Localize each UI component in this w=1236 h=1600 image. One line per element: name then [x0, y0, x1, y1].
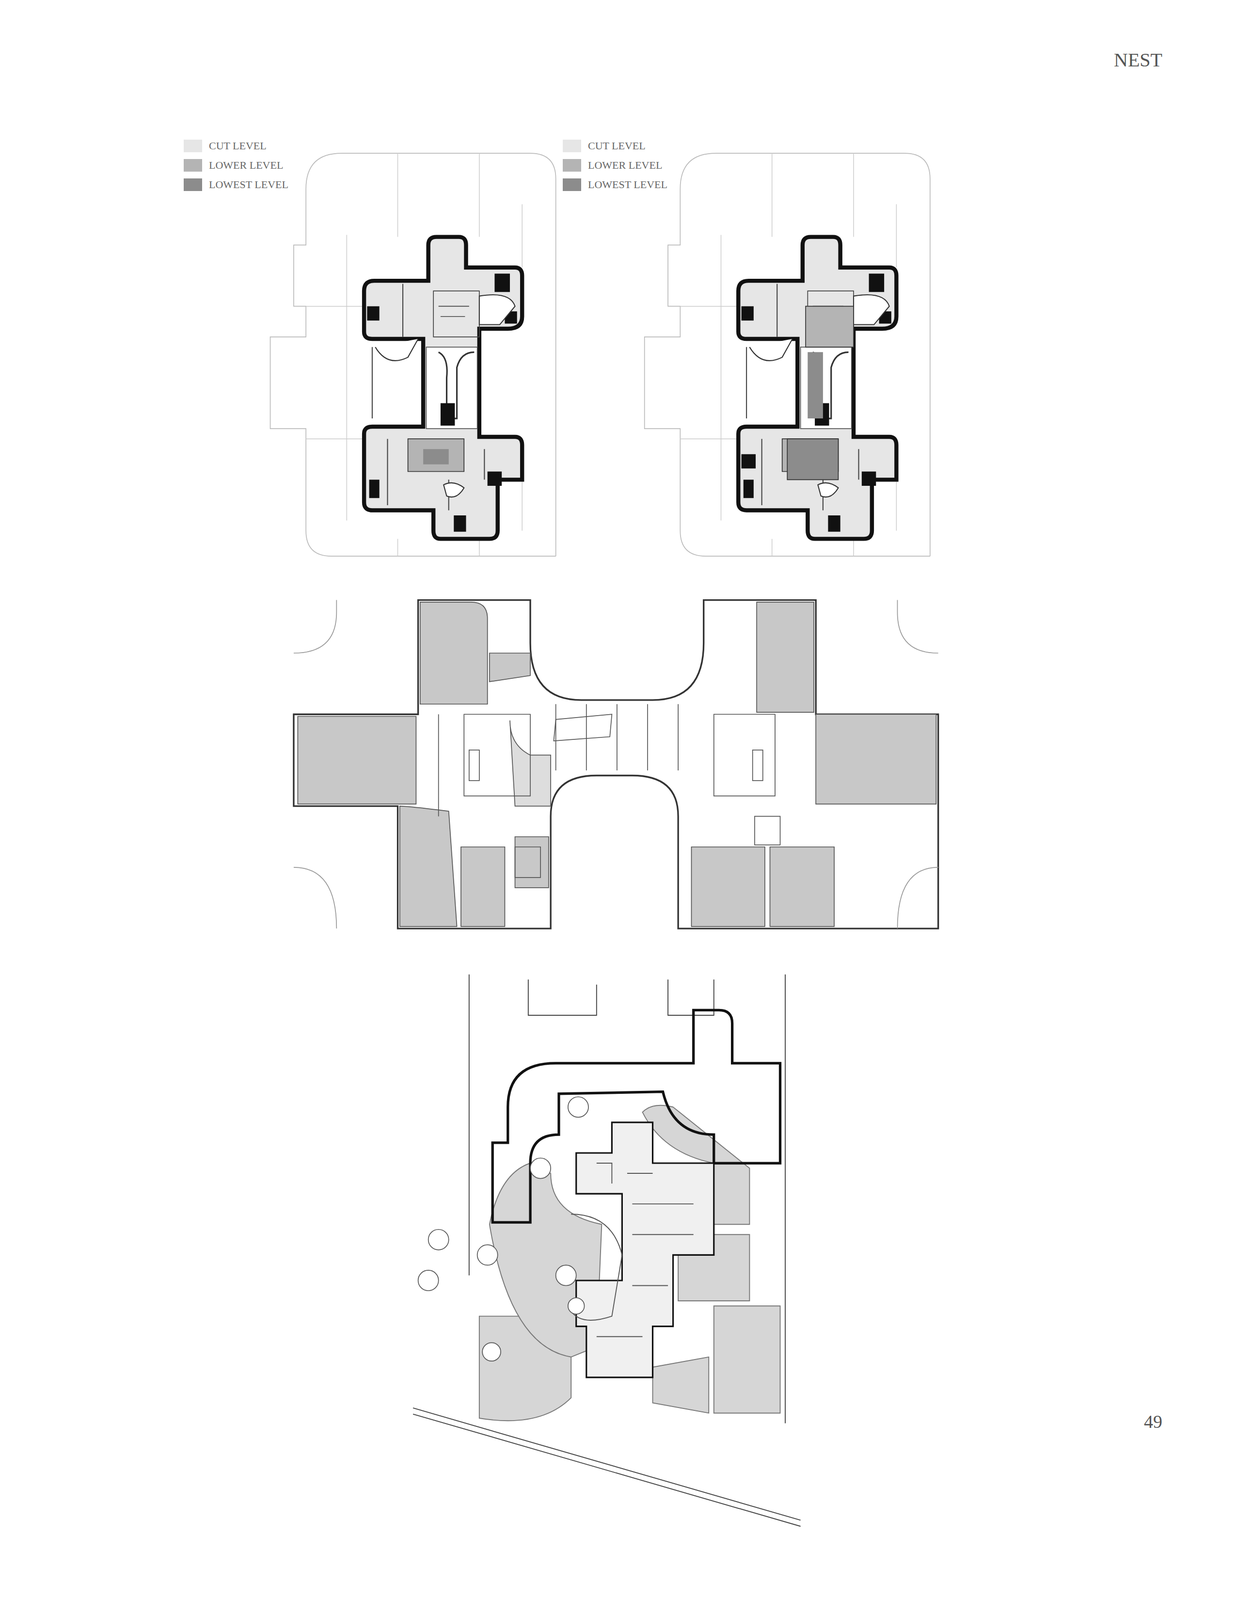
- legend-text: CUT LEVEL: [587, 139, 646, 153]
- legend-swatch: [183, 158, 203, 172]
- legend-swatch: [562, 178, 582, 191]
- legend-text: LOWEST LEVEL: [587, 178, 668, 191]
- legend-text: LOWER LEVEL: [208, 158, 284, 172]
- legend-text: CUT LEVEL: [208, 139, 267, 153]
- legend-swatch: [183, 139, 203, 153]
- legend-swatch: [562, 139, 582, 153]
- legend-swatch: [562, 158, 582, 172]
- legend-text: LOWER LEVEL: [587, 158, 663, 172]
- running-header: NEST: [1113, 48, 1163, 72]
- page-number: 49: [1143, 1410, 1163, 1432]
- legend-text: LOWEST LEVEL: [208, 178, 289, 191]
- legend-swatch: [183, 178, 203, 191]
